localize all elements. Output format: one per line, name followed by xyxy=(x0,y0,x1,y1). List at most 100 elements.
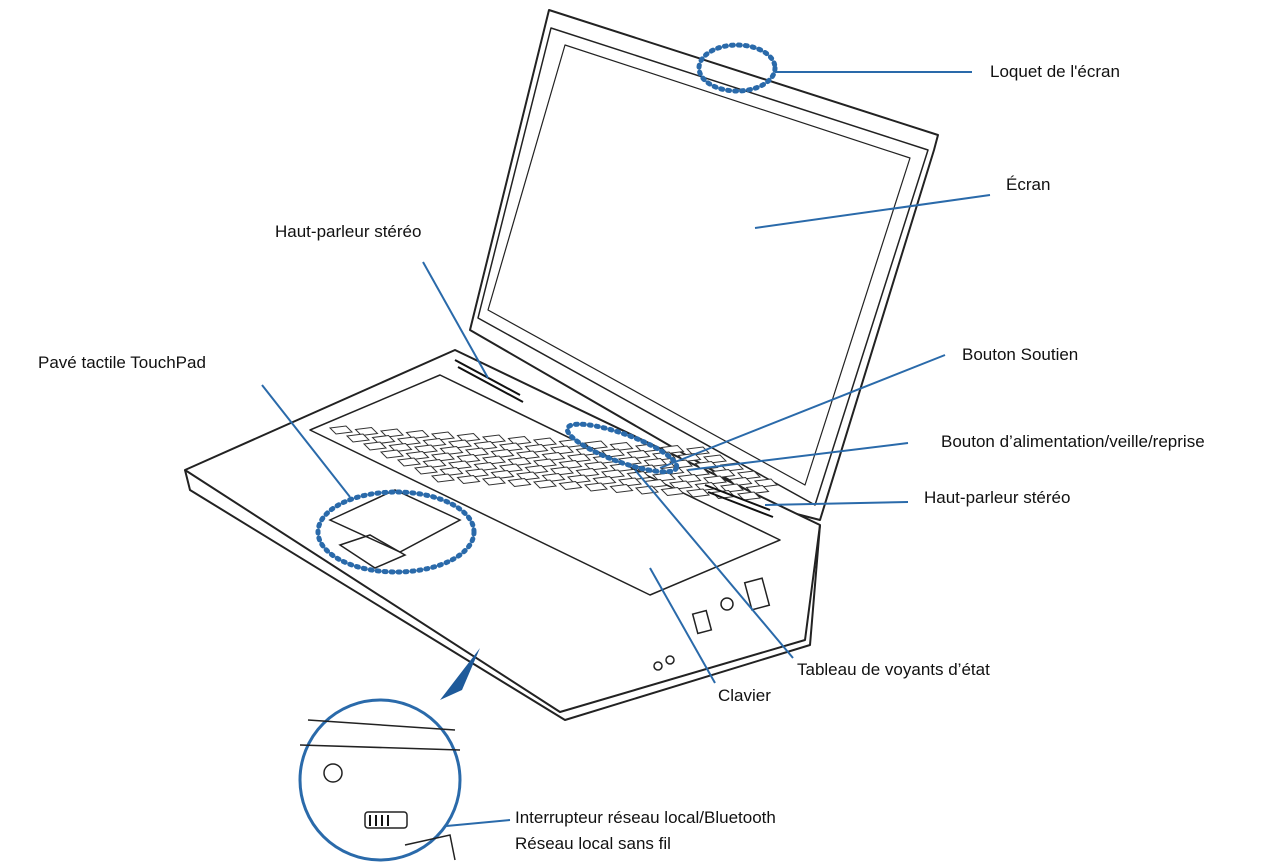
keyboard-key xyxy=(609,441,634,452)
label-status-panel: Tableau de voyants d’état xyxy=(797,660,990,679)
keyboard-key xyxy=(719,483,745,493)
keyboard-key xyxy=(660,486,685,497)
keyboard-key xyxy=(345,433,371,443)
label-wireless-lan: Réseau local sans fil xyxy=(515,834,671,853)
keyboard-key xyxy=(541,472,566,483)
laptop-base xyxy=(184,349,821,713)
keyboard-key xyxy=(456,432,481,443)
keyboard-key xyxy=(702,454,728,464)
keyboard-key xyxy=(685,488,711,498)
keyboard-key xyxy=(702,475,728,485)
keyboard-key xyxy=(481,434,507,444)
keyboard-key xyxy=(583,482,609,492)
keyboard-key xyxy=(439,445,464,456)
keyboard-key xyxy=(405,429,430,440)
latch-highlight xyxy=(696,42,778,94)
side-ports xyxy=(653,577,771,671)
keyboard-key xyxy=(524,464,549,475)
keyboard-key xyxy=(532,437,558,447)
keyboard-key xyxy=(558,480,583,491)
label-lan-bt-switch: Interrupteur réseau local/Bluetooth xyxy=(515,808,776,827)
keyboard-key xyxy=(447,460,473,470)
keyboard-key xyxy=(566,453,592,463)
keyboard-key xyxy=(711,468,736,479)
keyboard-key xyxy=(515,450,541,460)
magnifier-inset xyxy=(298,648,480,862)
keyboard-key xyxy=(677,473,702,484)
keyboard-key xyxy=(464,468,490,478)
keyboard-key xyxy=(626,449,651,460)
keyboard-key xyxy=(405,450,430,461)
keyboard-outline xyxy=(309,374,781,596)
keyboard-key xyxy=(447,439,473,449)
keyboard-key xyxy=(575,467,600,478)
keyboard-key xyxy=(396,457,422,467)
keyboard-key xyxy=(498,463,524,473)
keyboard-key xyxy=(430,431,456,441)
keyboard-key xyxy=(481,476,507,486)
keyboard-key xyxy=(736,491,762,501)
keyboard-key xyxy=(430,452,456,462)
speaker-grilles xyxy=(454,359,774,518)
keyboard-key xyxy=(388,442,413,453)
label-screen: Écran xyxy=(1006,175,1051,194)
keyboard-key xyxy=(753,478,779,488)
keyboard-key xyxy=(328,425,354,435)
keyboard-key xyxy=(524,443,549,454)
keyboard-key xyxy=(728,476,753,487)
base-front-edge xyxy=(184,469,821,721)
keyboard-key xyxy=(362,441,388,451)
keyboard-key xyxy=(464,447,490,457)
keyboard-key xyxy=(430,473,456,483)
keyboard-key xyxy=(354,426,379,437)
keyboard-key xyxy=(422,458,447,469)
keyboard-key xyxy=(439,466,464,477)
screen-bezel-inner xyxy=(477,27,929,506)
touchpad-highlight xyxy=(315,489,477,575)
keyboard-key xyxy=(541,451,566,462)
label-keyboard: Clavier xyxy=(718,686,771,705)
keyboard-keys xyxy=(328,425,779,501)
keyboard-key xyxy=(507,456,532,467)
keyboard-key xyxy=(490,469,515,480)
keyboard-key xyxy=(549,445,575,455)
keyboard-key xyxy=(413,465,439,475)
keyboard-key xyxy=(379,449,405,459)
keyboard-key xyxy=(600,469,626,479)
keyboard-key xyxy=(549,466,575,476)
keyboard-key xyxy=(685,446,711,456)
label-power-button: Bouton d’alimentation/veille/reprise xyxy=(941,432,1205,451)
screen-panel xyxy=(487,44,911,486)
keyboard-key xyxy=(456,453,481,464)
keyboard-key xyxy=(490,448,515,459)
keyboard-key xyxy=(736,470,762,480)
label-screen-latch: Loquet de l'écran xyxy=(990,62,1120,81)
keyboard-key xyxy=(422,437,447,448)
keyboard-key xyxy=(515,471,541,481)
keyboard-key xyxy=(498,442,524,452)
label-support-button: Bouton Soutien xyxy=(962,345,1079,364)
keyboard-key xyxy=(668,480,694,490)
keyboard-key xyxy=(617,477,643,487)
keyboard-key xyxy=(532,479,558,489)
keyboard-key xyxy=(473,461,498,472)
keyboard-key xyxy=(592,475,617,486)
keyboard-key xyxy=(507,435,532,446)
label-touchpad: Pavé tactile TouchPad xyxy=(38,353,206,372)
keyboard-key xyxy=(371,434,396,445)
keyboard-key xyxy=(413,444,439,454)
label-stereo-speaker-right: Haut-parleur stéréo xyxy=(924,488,1071,507)
keyboard-key xyxy=(507,477,532,488)
keyboard-key xyxy=(609,483,634,494)
keyboard-key xyxy=(532,458,558,468)
keyboard-key xyxy=(566,474,592,484)
keyboard-key xyxy=(396,436,422,446)
touchpad xyxy=(328,489,462,569)
status-highlight xyxy=(564,421,680,475)
label-stereo-speaker-left: Haut-parleur stéréo xyxy=(275,222,422,241)
keyboard-key xyxy=(558,459,583,470)
keyboard-key xyxy=(583,461,609,471)
laptop-lid xyxy=(469,9,939,521)
keyboard-key xyxy=(473,440,498,451)
